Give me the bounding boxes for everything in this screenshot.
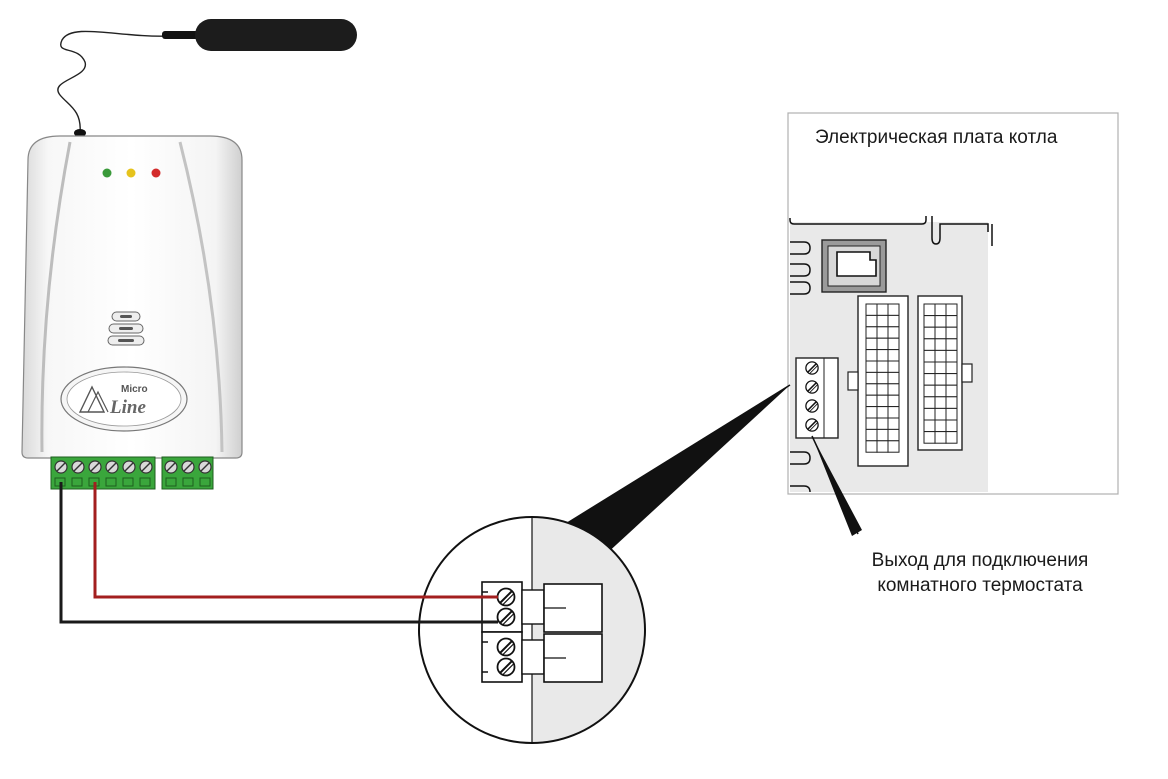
button-slots xyxy=(107,311,145,346)
thermostat-terminal xyxy=(795,357,839,439)
wire-red xyxy=(93,482,498,599)
thermostat-output-label-line1: Выход для подключения xyxy=(871,550,1089,571)
wire-black xyxy=(59,482,498,624)
antenna-cable xyxy=(57,30,171,134)
phone-jack-icon xyxy=(821,239,887,293)
boiler-board xyxy=(787,112,1119,495)
gsm-device: Micro Line xyxy=(21,19,357,490)
pin-connector-right xyxy=(917,295,973,451)
logo-text-top: Micro xyxy=(121,384,148,395)
microline-logo: Micro Line xyxy=(60,366,188,432)
led-red-icon xyxy=(151,168,161,178)
pin-connector-left xyxy=(847,295,909,467)
antenna-icon xyxy=(162,31,204,39)
device-terminal-block xyxy=(50,456,214,490)
thermostat-output-label-line2: комнатного термостата xyxy=(877,575,1083,596)
thermostat-output-label: Выход для подключения комнатного термост… xyxy=(835,548,1125,598)
zoom-callout xyxy=(418,384,791,744)
board-title: Электрическая плата котла xyxy=(815,127,1058,148)
led-yellow-icon xyxy=(126,168,136,178)
led-green-icon xyxy=(102,168,112,178)
zoomed-terminal xyxy=(481,581,603,683)
logo-text-bottom: Line xyxy=(109,397,146,418)
